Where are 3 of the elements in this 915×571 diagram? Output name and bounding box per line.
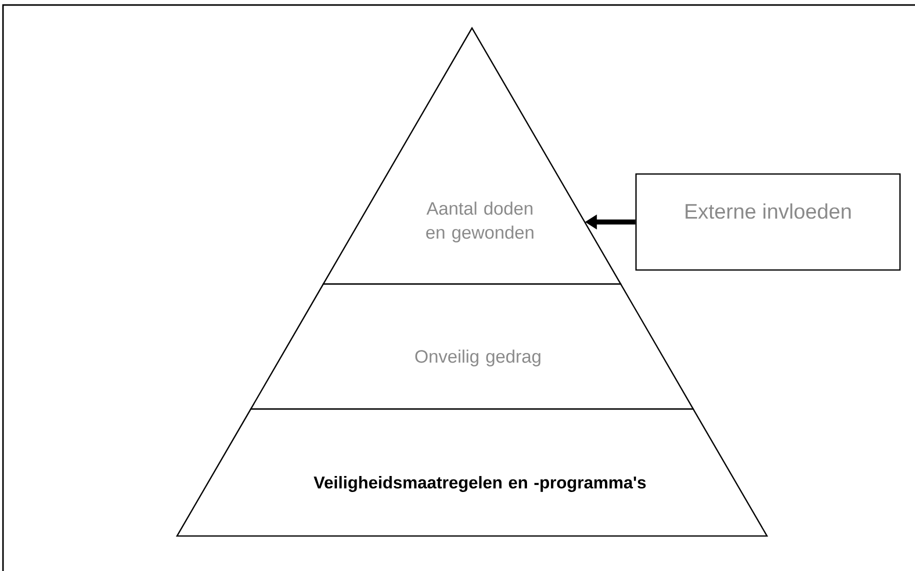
pyramid-tier: Veiligheidsmaatregelen en -programma's	[176, 408, 768, 537]
text-box: Externe invloeden	[635, 173, 901, 271]
pyramid-tier: Onveilig gedrag	[250, 283, 694, 410]
